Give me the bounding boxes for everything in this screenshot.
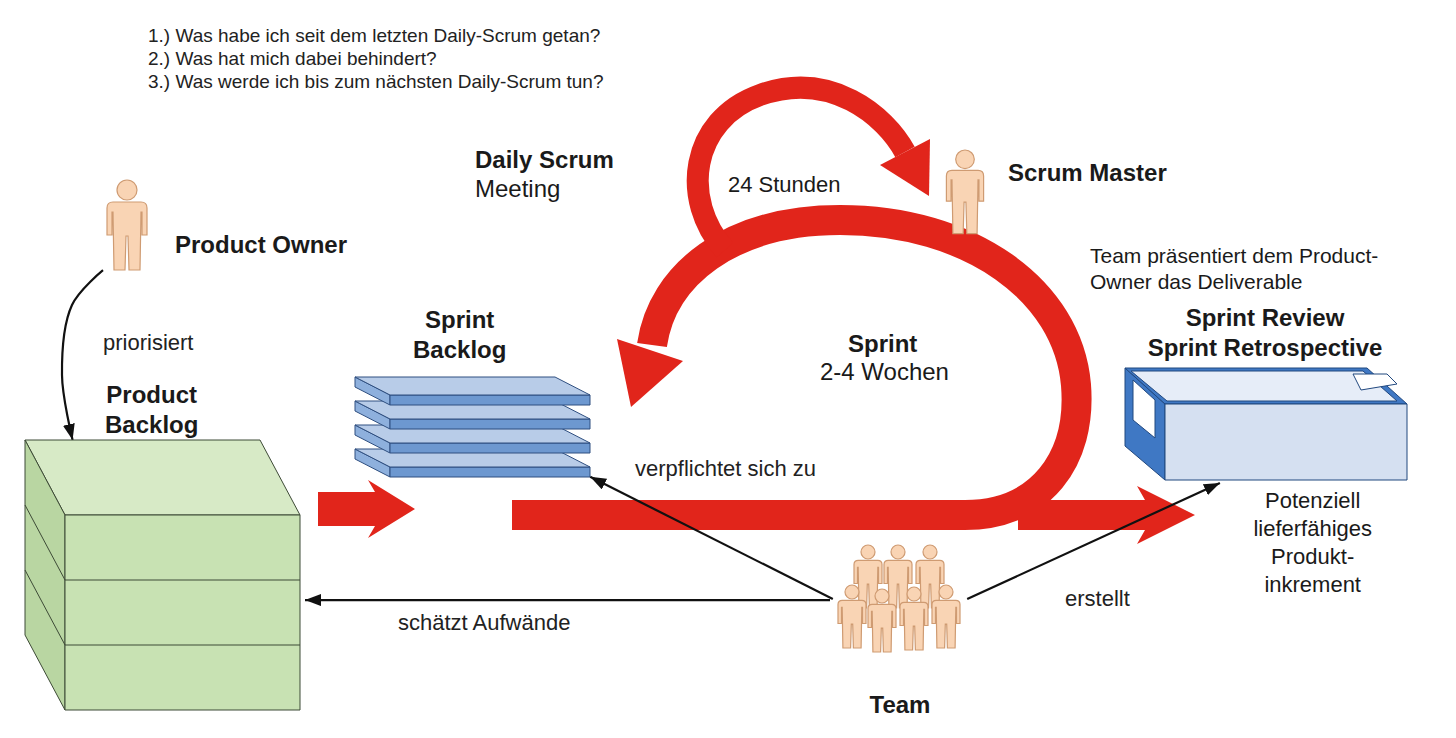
meeting-title: Daily Scrum [475,145,614,174]
slab-front [390,419,590,429]
stack-row-line [65,645,300,646]
person-shape [940,148,990,238]
increment-caption: Potenziell lieferfähiges Produkt-inkreme… [1253,487,1372,599]
slab-front [390,467,590,477]
person-body [932,600,960,648]
edge-label-anchor: erstellt [1062,586,1133,612]
backlog-flow-arrow [318,480,415,538]
backlog-heading: Sprint Backlog [413,305,506,365]
person-shape [97,178,157,273]
person-body [868,604,896,652]
slab-front [390,395,590,405]
slabs-shape [355,375,595,480]
stack-row-line [25,570,65,645]
label-anchor: Sprint [848,330,917,358]
team-figure: Team [830,545,970,720]
question-text: 2.) Was hat mich dabei behindert? [148,47,437,70]
backlog-stack: Sprint Backlog [355,305,595,480]
person-body [107,202,147,270]
tray-top [1125,368,1407,404]
label-anchor: 1.) Was habe ich seit dem letzten Daily-… [148,24,600,47]
edge-label: schätzt Aufwände [395,610,573,636]
slab-front [390,443,590,453]
sprint-duration: 2-4 Wochen [820,358,949,386]
label-anchor: Daily Scrum [475,145,614,174]
person-icon [107,180,147,270]
connector-arrow [967,483,1220,599]
role-figure: Scrum Master [940,148,1167,238]
edge-label-anchor: verpflichtet sich zu [632,456,819,482]
label-anchor: 2-4 Wochen [820,358,949,386]
stack-top [25,440,300,515]
review-heading: Sprint Retrospective [1115,333,1415,363]
role-figure: Product Owner [97,178,347,273]
person-shape [830,545,970,665]
stack-row-line [65,580,300,581]
connector-arrow [590,477,833,599]
person-head [956,150,975,169]
person-head [117,180,137,200]
sprint-loop [512,220,1077,515]
person-head [875,589,889,603]
connector-arrow [62,270,103,440]
person-body [884,560,912,608]
role-name: Scrum Master [1008,158,1167,188]
role-name: Team [870,690,931,720]
meeting-subtitle: Meeting [475,174,560,203]
label-anchor: Meeting [475,174,560,203]
stack-side [25,440,65,710]
question-text: 3.) Was werde ich bis zum nächsten Daily… [148,70,603,93]
stack-shape [25,440,305,715]
person-head [939,585,953,599]
slab-top [355,377,590,395]
tray-front [1165,404,1407,480]
stack-row-line [25,505,65,580]
review-note: Team präsentiert dem Product-Owner das D… [1090,243,1410,295]
sprint-loop-head [617,339,683,407]
backlog-heading: Product Backlog [105,380,198,440]
edge-label: priorisiert [100,330,196,356]
person-icon [946,150,983,234]
cycle-duration: 24 Stunden [728,172,841,198]
role-name: Product Owner [175,230,347,260]
connector-arrow [305,599,830,601]
person-icon [900,587,928,650]
person-icon [932,585,960,648]
edge-label-anchor: schätzt Aufwände [395,610,573,636]
person-head [907,587,921,601]
person-body [900,602,928,650]
sprint-title: Sprint [848,330,917,358]
person-icon [916,545,944,608]
edge-label: erstellt [1062,586,1133,612]
label-anchor: 24 Stunden [728,172,841,198]
person-head [891,545,905,559]
person-body [838,600,866,648]
person-icon [838,585,866,648]
review-heading: Sprint Review [1115,303,1415,333]
person-head [923,545,937,559]
tray-flap [1353,374,1397,390]
person-head [845,585,859,599]
label-anchor: 2.) Was hat mich dabei behindert? [148,47,437,70]
person-icon [868,589,896,652]
review-box: Sprint ReviewSprint RetrospectivePotenzi… [1115,303,1415,599]
daily-loop [698,88,905,250]
person-body [946,170,983,233]
stack-front [65,515,300,710]
person-head [861,545,875,559]
edge-label-anchor: priorisiert [100,330,196,356]
tray-opening [1131,371,1397,401]
tray-shape [1125,368,1410,483]
question-text: 1.) Was habe ich seit dem letzten Daily-… [148,24,600,47]
label-anchor: 3.) Was werde ich bis zum nächsten Daily… [148,70,603,93]
edge-label: verpflichtet sich zu [632,456,819,482]
backlog-stack: Product Backlog [25,380,305,715]
label-anchor: Team präsentiert dem Product-Owner das D… [1090,243,1410,295]
daily-loop-head [880,139,930,196]
